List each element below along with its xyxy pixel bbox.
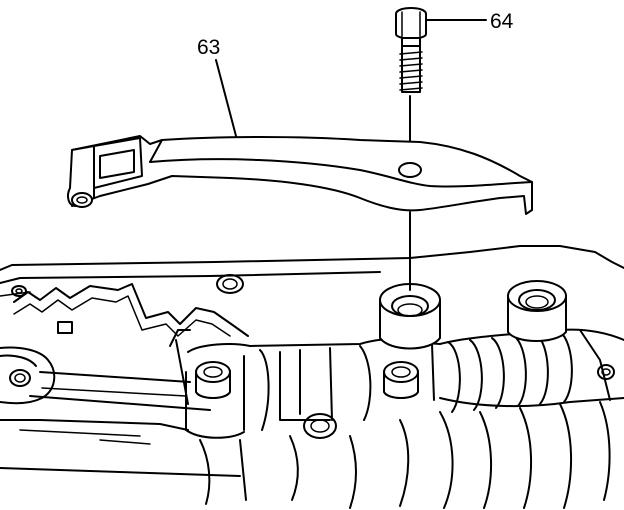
left-boss-hole xyxy=(9,369,31,387)
square-port xyxy=(57,321,73,334)
receiving-boss xyxy=(379,283,441,350)
installed-bolt-left xyxy=(195,361,231,399)
bolt-64 xyxy=(395,7,427,93)
callout-63: 63 xyxy=(197,36,237,137)
bracket-bolt-hole xyxy=(398,162,422,178)
callout-64: 64 xyxy=(425,10,514,33)
valve-body xyxy=(0,245,624,509)
bracket-63 xyxy=(67,135,533,215)
plate-hole-left xyxy=(11,285,27,297)
plate-hole-center xyxy=(216,274,244,294)
right-boss xyxy=(507,280,567,342)
callout-label-64: 64 xyxy=(490,10,514,33)
right-edge-hole xyxy=(597,364,615,380)
lower-boss xyxy=(303,413,337,439)
installed-bolt-center xyxy=(383,361,419,399)
callout-label-63: 63 xyxy=(197,36,220,59)
leader-line-63 xyxy=(215,59,237,137)
